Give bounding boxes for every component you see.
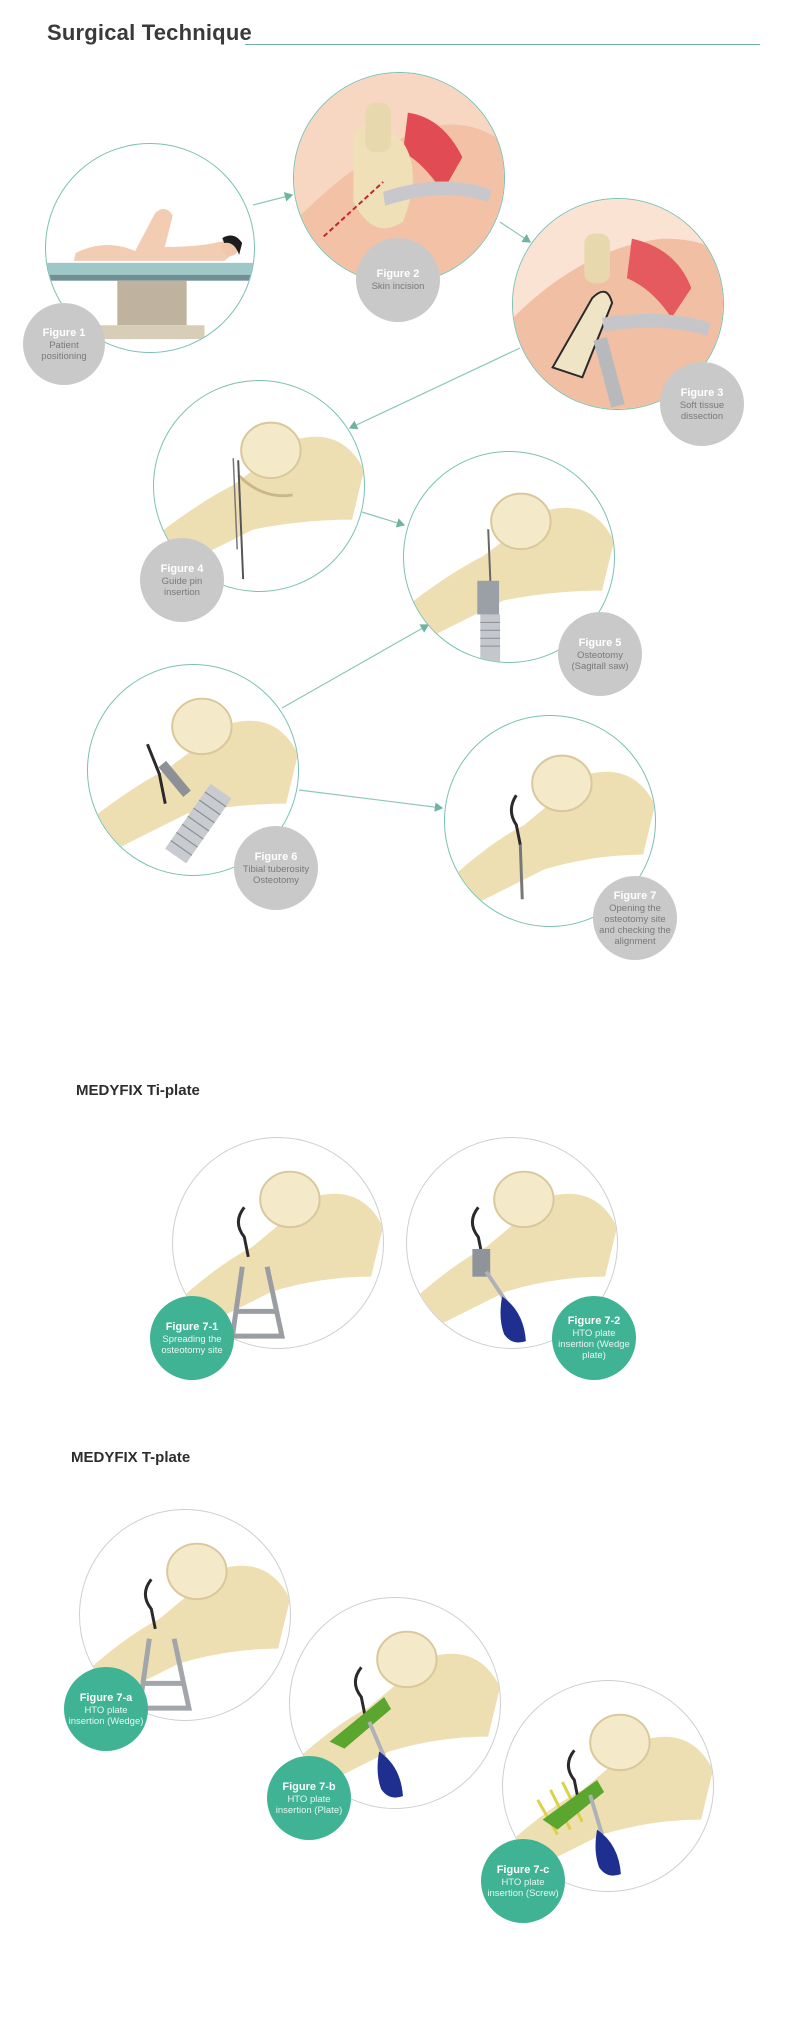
page-title: Surgical Technique [47,20,252,45]
figure-caption: Opening the osteotomy site and checking … [599,902,671,947]
figure-label: Figure 7 [613,889,657,902]
arrow-right-icon [348,347,521,430]
figure-7-b-badge: Figure 7-b HTO plate insertion (Plate) [267,1756,351,1840]
figure-caption: Patient positioning [41,339,87,362]
figure-caption: HTO plate insertion (Plate) [275,1793,343,1816]
figure-label: Figure 7-1 [165,1320,219,1333]
figure-caption: HTO plate insertion (Wedge plate) [558,1328,630,1361]
arrow-right-icon [298,789,444,812]
figure-label: Figure 7-b [282,1780,336,1793]
figure-caption: Osteotomy (Sagitall saw) [571,649,629,672]
figure-label: Figure 7-2 [567,1315,621,1327]
figure-7-2-illustration [406,1137,618,1349]
figure-label: Figure 1 [42,326,86,339]
figure-6-badge: Figure 6 Tibial tuberosity Osteotomy [234,826,318,910]
figure-caption: Guide pin insertion [161,575,203,598]
figure-label: Figure 4 [160,562,204,575]
figure-1-badge: Figure 1 Patient positioning [23,303,105,385]
figure-caption: Spreading the osteotomy site [161,1333,223,1356]
figure-2-badge: Figure 2 Skin incision [356,238,440,322]
figure-7-2-badge: Figure 7-2 HTO plate insertion (Wedge pl… [552,1296,636,1380]
figure-7-c-illustration [502,1680,714,1892]
figure-7-a-illustration [79,1509,291,1721]
figure-2-illustration [293,72,505,284]
figure-1-illustration [45,143,255,353]
figure-label: Figure 3 [680,386,724,399]
figure-7-1-badge: Figure 7-1 Spreading the osteotomy site [150,1296,234,1380]
figure-label: Figure 7-a [79,1691,133,1704]
figure-3-badge: Figure 3 Soft tissue dissection [660,362,744,446]
figure-5-badge: Figure 5 Osteotomy (Sagitall saw) [558,612,642,696]
section-heading-ti-plate: MEDYFIX Ti-plate [76,1082,200,1099]
figure-4-badge: Figure 4 Guide pin insertion [140,538,224,622]
figure-caption: HTO plate insertion (Screw) [487,1876,559,1899]
figure-caption: Soft tissue dissection [679,399,725,422]
figure-label: Figure 6 [254,850,298,863]
figure-label: Figure 2 [376,268,420,280]
figure-label: Figure 5 [578,636,622,649]
section-heading-t-plate: MEDYFIX T-plate [71,1449,191,1466]
figure-4-illustration [153,380,365,592]
figure-label: Figure 7-c [496,1863,550,1876]
arrow-right-icon [361,511,406,528]
figure-7-c-badge: Figure 7-c HTO plate insertion (Screw) [481,1839,565,1923]
figure-caption: HTO plate insertion (Wedge) [68,1704,144,1727]
title-rule [245,44,760,45]
figure-caption: Tibial tuberosity Osteotomy [242,863,310,886]
figure-7-a-badge: Figure 7-a HTO plate insertion (Wedge) [64,1667,148,1751]
figure-7-badge: Figure 7 Opening the osteotomy site and … [593,876,677,960]
figure-caption: Skin incision [371,281,425,292]
arrow-right-icon [252,192,294,206]
